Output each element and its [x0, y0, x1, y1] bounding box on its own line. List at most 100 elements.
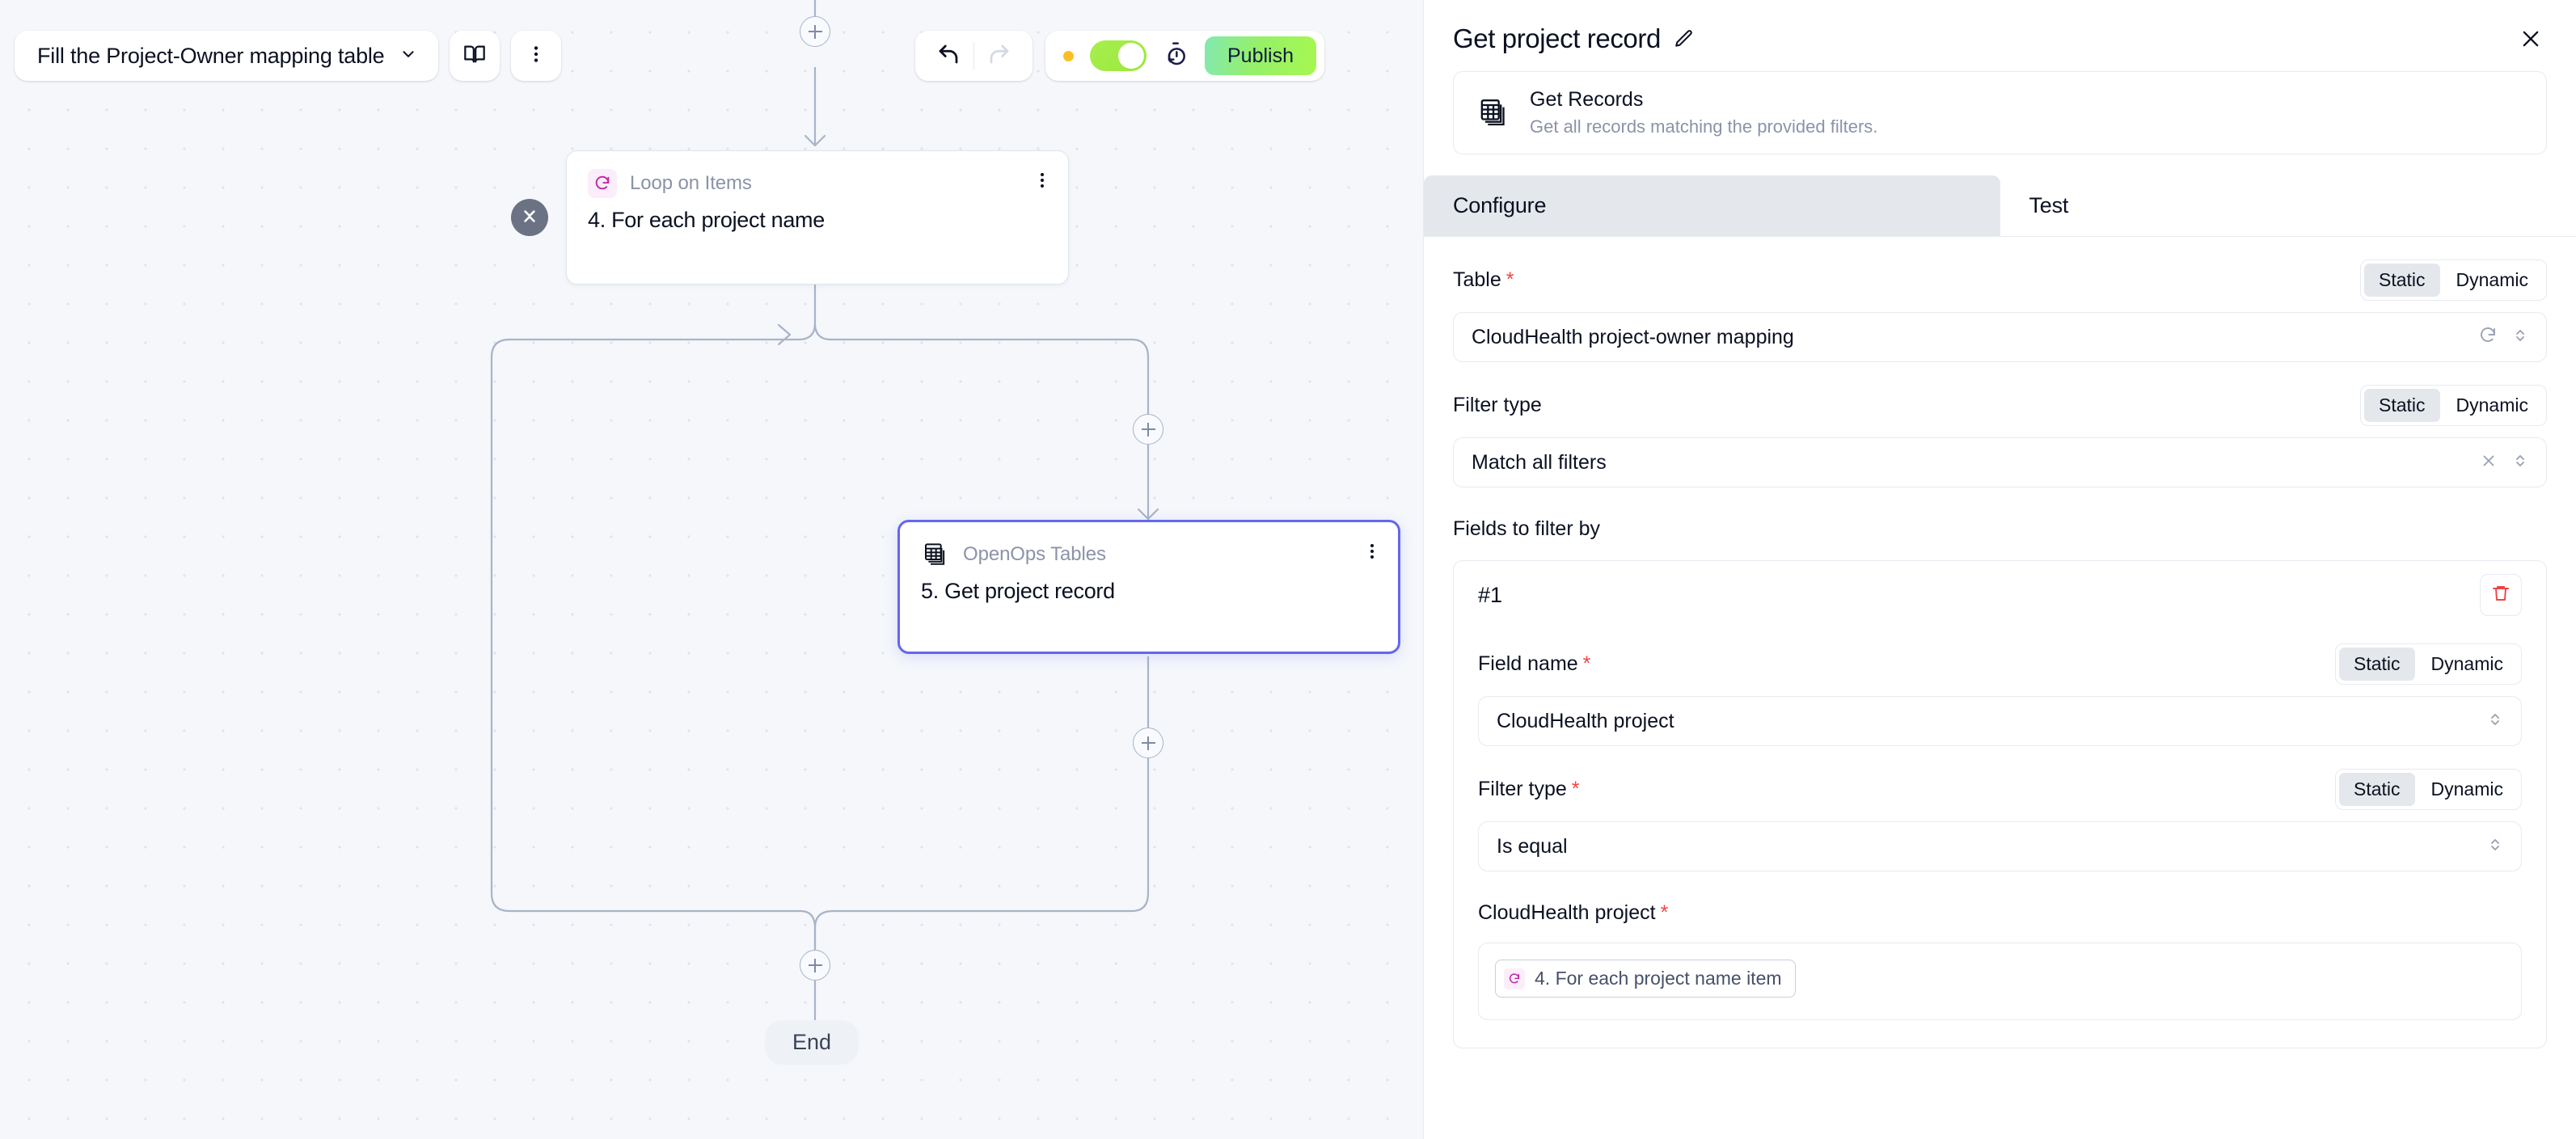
filter-type-select-icons	[2480, 451, 2528, 475]
value-field-header: CloudHealth project *	[1478, 894, 2522, 931]
segment-option-dynamic[interactable]: Dynamic	[2456, 269, 2528, 290]
inner-filter-type-header: Filter type * Static Dynamic	[1478, 769, 2522, 810]
close-icon[interactable]	[2515, 23, 2547, 55]
node-menu-button[interactable]	[1362, 542, 1382, 565]
publish-button[interactable]: Publish	[1205, 36, 1316, 75]
field-label: Field name	[1478, 652, 1578, 675]
table-select-icons	[2478, 326, 2528, 349]
node-title: 4. For each project name	[588, 208, 825, 232]
book-icon	[463, 43, 486, 70]
segment-option-static[interactable]: Static	[2364, 389, 2440, 422]
flow-edges	[490, 0, 1159, 1020]
segment-option-static[interactable]: Static	[2364, 264, 2440, 297]
run-history-stopwatch-icon	[1163, 41, 1189, 71]
node-menu-button[interactable]	[1033, 171, 1052, 194]
flow-enable-toggle[interactable]	[1090, 40, 1147, 71]
node-piece-label: OpenOps Tables	[963, 543, 1106, 565]
node-header: Loop on Items	[567, 151, 1068, 198]
tables-icon	[1475, 95, 1512, 132]
filter-type-select-value: Match all filters	[1472, 450, 1607, 474]
segment-option-static[interactable]: Static	[2339, 773, 2415, 806]
canvas-top-right-toolbar: Publish	[915, 31, 1324, 81]
segment-option-dynamic[interactable]: Dynamic	[2430, 653, 2503, 674]
node-header: OpenOps Tables	[900, 522, 1398, 569]
piece-summary-card: Get Records Get all records matching the…	[1453, 71, 2547, 154]
kebab-menu-icon	[526, 44, 547, 69]
toggle-knob	[1118, 43, 1144, 69]
undo-button[interactable]	[930, 37, 967, 74]
step-settings-panel: Get project record Get Records Get all r…	[1423, 0, 2576, 1139]
trash-icon	[2491, 584, 2511, 607]
canvas-top-left-toolbar: Fill the Project-Owner mapping table	[15, 31, 561, 81]
flow-end-chip: End	[765, 1020, 859, 1065]
filter-item-card: #1 Field name * Static Dynamic	[1453, 560, 2547, 1048]
pencil-icon[interactable]	[1674, 28, 1695, 49]
tables-icon	[921, 540, 950, 569]
add-step-button-top[interactable]	[800, 16, 830, 47]
filter-type-mode-segment: Static Dynamic	[2360, 385, 2547, 426]
run-history-button[interactable]	[1163, 41, 1189, 71]
chevron-up-down-icon	[2487, 710, 2503, 733]
table-select-value: CloudHealth project-owner mapping	[1472, 325, 1794, 348]
step-reference-token[interactable]: 4. For each project name item	[1495, 960, 1796, 998]
amber-status-dot	[1063, 50, 1074, 61]
loop-collapse-button[interactable]	[511, 199, 548, 236]
field-name-mode-segment: Static Dynamic	[2335, 643, 2522, 685]
panel-tabs: Configure Test	[1424, 175, 2576, 237]
inner-filter-type-select-icons	[2487, 835, 2503, 858]
node-title: 5. Get project record	[921, 579, 1115, 603]
piece-name: Get Records	[1530, 88, 1644, 111]
loop-icon	[588, 169, 617, 198]
tab-test[interactable]: Test	[2000, 175, 2576, 236]
table-select[interactable]: CloudHealth project-owner mapping	[1453, 312, 2547, 362]
add-step-button-end[interactable]	[800, 950, 830, 981]
required-asterisk: *	[1582, 652, 1591, 675]
table-mode-segment: Static Dynamic	[2360, 259, 2547, 301]
value-input[interactable]: 4. For each project name item	[1478, 943, 2522, 1020]
inner-filter-type-select-value: Is equal	[1497, 834, 1568, 858]
field-name-select-value: CloudHealth project	[1497, 709, 1674, 732]
add-step-button-loop-after[interactable]	[1133, 728, 1163, 758]
panel-header: Get project record	[1424, 0, 2576, 55]
flow-node-loop[interactable]: Loop on Items 4. For each project name	[566, 150, 1069, 285]
clear-x-icon[interactable]	[2480, 452, 2498, 474]
chevron-up-down-icon	[2512, 326, 2528, 349]
filter-index-label: #1	[1478, 582, 1503, 607]
flow-name-label: Fill the Project-Owner mapping table	[37, 43, 385, 68]
flow-canvas[interactable]: Fill the Project-Owner mapping table	[0, 0, 1423, 1139]
required-asterisk: *	[1571, 778, 1580, 800]
flow-node-get-project-record[interactable]: OpenOps Tables 5. Get project record	[897, 520, 1400, 654]
chevrons-collapse-icon	[519, 205, 540, 230]
piece-summary-text: Get Records Get all records matching the…	[1530, 88, 1877, 137]
add-step-button-loop-first[interactable]	[1133, 414, 1163, 445]
field-filter-type-header: Filter type Static Dynamic	[1453, 385, 2547, 426]
token-label: 4. For each project name item	[1535, 968, 1782, 989]
field-name-select[interactable]: CloudHealth project	[1478, 696, 2522, 746]
toolbar-divider	[973, 42, 974, 70]
field-name-header: Field name * Static Dynamic	[1478, 643, 2522, 685]
segment-option-dynamic[interactable]: Dynamic	[2456, 394, 2528, 416]
inner-filter-type-select[interactable]: Is equal	[1478, 821, 2522, 871]
refresh-icon[interactable]	[2478, 326, 2498, 349]
segment-option-static[interactable]: Static	[2339, 648, 2415, 681]
chevron-down-icon	[399, 45, 417, 67]
flow-selector[interactable]: Fill the Project-Owner mapping table	[15, 31, 438, 81]
field-label: CloudHealth project	[1478, 901, 1656, 924]
publish-group: Publish	[1045, 31, 1324, 81]
tab-configure[interactable]: Configure	[1424, 175, 2000, 236]
delete-filter-button[interactable]	[2480, 574, 2522, 616]
redo-icon	[987, 42, 1011, 70]
redo-button[interactable]	[981, 37, 1018, 74]
segment-option-dynamic[interactable]: Dynamic	[2430, 778, 2503, 799]
required-asterisk: *	[1505, 268, 1514, 291]
piece-description: Get all records matching the provided fi…	[1530, 116, 1878, 137]
more-options-button[interactable]	[510, 31, 561, 81]
undo-icon	[936, 42, 961, 70]
filter-card-header: #1	[1478, 569, 2522, 621]
inner-filter-type-mode-segment: Static Dynamic	[2335, 769, 2522, 810]
field-label: Filter type	[1478, 778, 1567, 800]
docs-button[interactable]	[449, 31, 500, 81]
fields-to-filter-by-header: Fields to filter by	[1453, 510, 2547, 547]
filter-type-select[interactable]: Match all filters	[1453, 437, 2547, 487]
